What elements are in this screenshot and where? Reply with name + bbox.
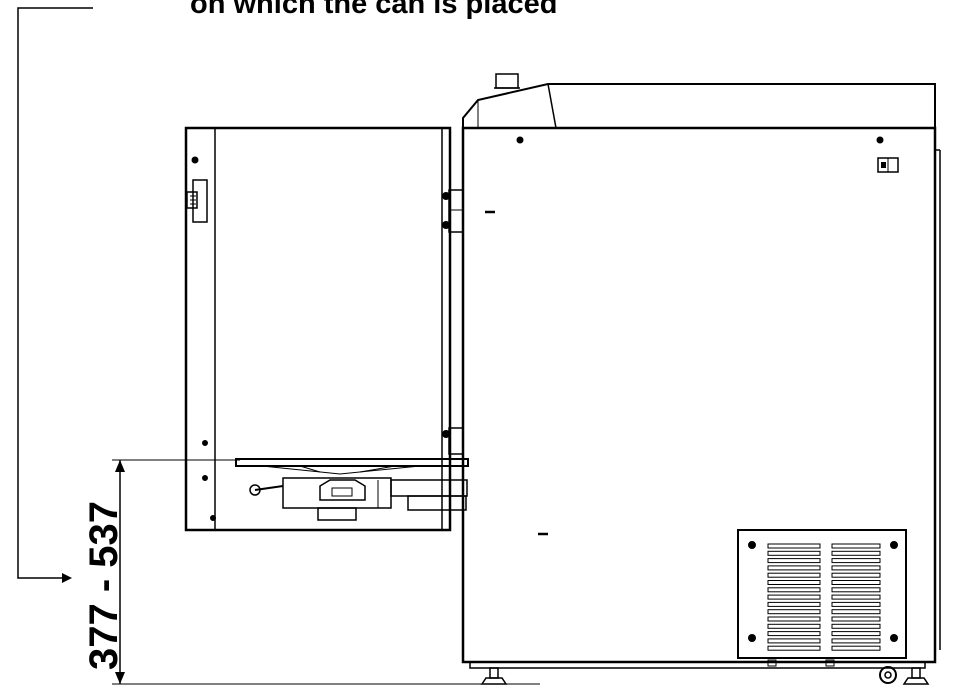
vent-slat xyxy=(831,587,881,593)
vent-slat xyxy=(831,565,881,571)
vent-slat xyxy=(831,645,881,651)
vent-slat xyxy=(831,572,881,578)
vent-slat xyxy=(831,609,881,615)
vent-slat xyxy=(767,572,821,578)
vent-slat xyxy=(767,638,821,644)
vent-slat xyxy=(831,623,881,629)
vent-slat xyxy=(767,594,821,600)
vent-slat xyxy=(831,543,881,549)
vent-slat xyxy=(767,558,821,564)
vent-slat xyxy=(767,601,821,607)
vent-slat xyxy=(831,594,881,600)
vent-slat xyxy=(767,631,821,637)
vent-slat xyxy=(831,550,881,556)
vent-slat xyxy=(831,616,881,622)
vent-slat xyxy=(767,550,821,556)
vent-slat xyxy=(767,623,821,629)
vent-slat xyxy=(767,543,821,549)
can-plate xyxy=(235,458,469,475)
vent-slat xyxy=(831,580,881,585)
vent-panel xyxy=(737,529,907,659)
open-door xyxy=(184,126,452,532)
callout-text: on which the can is placed xyxy=(190,0,558,20)
vent-slat xyxy=(831,558,881,564)
vent-slat xyxy=(831,638,881,644)
vent-slat xyxy=(767,609,821,615)
vent-slat xyxy=(831,631,881,637)
callout-leader xyxy=(17,7,93,583)
height-dimension-label: 377 - 537 xyxy=(82,500,126,670)
vent-slat xyxy=(767,565,821,571)
door-hinges xyxy=(442,189,464,455)
vent-slat xyxy=(767,616,821,622)
vent-slat xyxy=(767,645,821,651)
vent-slat xyxy=(831,601,881,607)
vent-slat xyxy=(767,580,821,585)
height-dimension xyxy=(112,459,540,685)
vent-slat xyxy=(767,587,821,593)
cabinet-body xyxy=(461,73,941,669)
feet-and-caster xyxy=(480,659,930,685)
slide-mechanism xyxy=(249,477,468,521)
